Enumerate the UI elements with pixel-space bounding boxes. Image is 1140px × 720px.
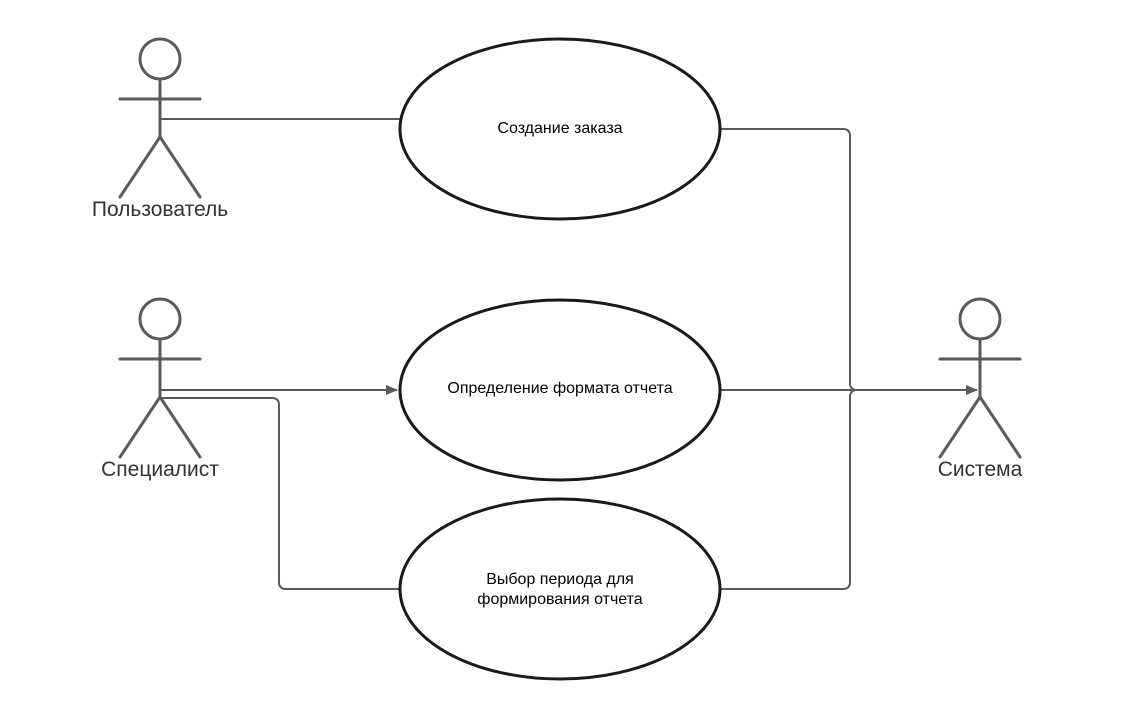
connector-report-period-system[interactable] — [720, 389, 858, 590]
connector-specialist-report-period[interactable] — [162, 397, 400, 590]
actor-user-label: Пользователь — [92, 198, 228, 221]
stick-figure-icon — [118, 297, 202, 459]
actor-system[interactable]: Система — [938, 297, 1023, 481]
use-case-report-period-label-line1: Выбор периода для — [486, 571, 634, 588]
use-case-report-format[interactable]: Определение формата отчета — [398, 298, 722, 482]
use-case-create-order[interactable]: Создание заказа — [398, 37, 722, 221]
use-case-ellipse — [398, 497, 722, 681]
use-case-create-order-label: Создание заказа — [497, 120, 622, 137]
actor-user[interactable]: Пользователь — [92, 37, 228, 221]
use-case-ellipse — [398, 37, 722, 221]
stick-figure-icon — [118, 37, 202, 199]
use-case-report-period-label-line2: формирования отчета — [477, 591, 643, 608]
use-case-ellipse — [398, 298, 722, 482]
actor-system-label: Система — [938, 458, 1023, 481]
actor-specialist-label: Специалист — [101, 458, 219, 481]
use-case-report-format-label: Определение формата отчета — [447, 380, 672, 397]
stick-figure-icon — [938, 297, 1022, 459]
connector-create-order-system[interactable] — [720, 128, 858, 391]
use-case-report-period[interactable]: Выбор периода для формирования отчета — [398, 497, 722, 681]
actor-specialist[interactable]: Специалист — [101, 297, 219, 481]
